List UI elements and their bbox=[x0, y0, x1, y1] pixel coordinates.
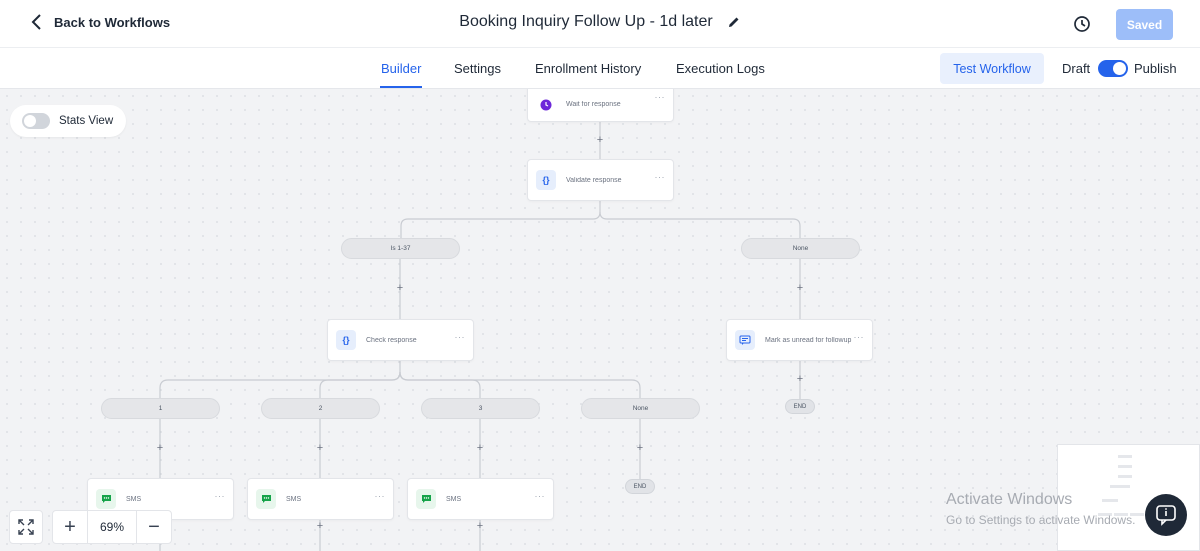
node-label: Mark as unread for followup bbox=[765, 336, 852, 344]
stats-view-toggle[interactable]: Stats View bbox=[10, 105, 126, 137]
add-step-plus[interactable]: + bbox=[796, 373, 804, 385]
tab-execution-logs[interactable]: Execution Logs bbox=[676, 61, 765, 76]
zoom-level: 69% bbox=[87, 511, 137, 543]
end-marker: END bbox=[785, 399, 815, 414]
ellipsis-icon[interactable]: ··· bbox=[853, 332, 864, 342]
ellipsis-icon[interactable]: ··· bbox=[374, 491, 385, 501]
draft-label: Draft bbox=[1062, 61, 1091, 76]
node-label: SMS bbox=[126, 495, 142, 503]
chat-help-icon bbox=[1156, 505, 1176, 526]
branch-pill[interactable]: Is 1-37 bbox=[341, 238, 460, 259]
code-braces-icon: {} bbox=[536, 170, 556, 190]
branch-pill[interactable]: None bbox=[581, 398, 700, 419]
add-step-plus[interactable]: + bbox=[316, 520, 324, 532]
active-tab-indicator bbox=[380, 86, 422, 88]
clock-icon bbox=[536, 94, 556, 115]
node-label: Validate response bbox=[566, 176, 622, 184]
publish-toggle[interactable] bbox=[1098, 60, 1128, 77]
branch-pill[interactable]: None bbox=[741, 238, 860, 259]
workflow-canvas[interactable]: + + + + + + + + + + Wait for response ··… bbox=[0, 89, 1200, 551]
workflow-node-validate[interactable]: {} Validate response ··· bbox=[527, 159, 674, 201]
branch-pill[interactable]: 2 bbox=[261, 398, 380, 419]
history-icon[interactable] bbox=[1072, 14, 1092, 34]
test-workflow-button[interactable]: Test Workflow bbox=[940, 53, 1044, 84]
branch-pill[interactable]: 3 bbox=[421, 398, 540, 419]
sms-icon bbox=[96, 489, 116, 509]
zoom-out-button[interactable]: − bbox=[148, 515, 160, 538]
add-step-plus[interactable]: + bbox=[796, 282, 804, 294]
ellipsis-icon[interactable]: ··· bbox=[654, 172, 665, 182]
stats-view-switch[interactable] bbox=[22, 113, 50, 129]
zoom-in-button[interactable]: + bbox=[64, 515, 76, 538]
workflow-node-sms[interactable]: SMS ··· bbox=[247, 478, 394, 520]
ellipsis-icon[interactable]: ··· bbox=[454, 332, 465, 342]
stats-view-label: Stats View bbox=[59, 115, 114, 127]
connector-lines bbox=[159, 122, 801, 551]
add-step-plus[interactable]: + bbox=[156, 442, 164, 454]
add-step-plus[interactable]: + bbox=[636, 442, 644, 454]
add-step-plus[interactable]: + bbox=[396, 282, 404, 294]
ellipsis-icon[interactable]: ··· bbox=[534, 491, 545, 501]
tab-bar: Builder Settings Enrollment History Exec… bbox=[0, 48, 1200, 89]
workflow-title: Booking Inquiry Follow Up - 1d later bbox=[459, 13, 713, 30]
fit-view-button[interactable] bbox=[9, 510, 43, 544]
tab-settings[interactable]: Settings bbox=[454, 61, 501, 76]
help-chat-button[interactable] bbox=[1145, 494, 1187, 536]
node-label: Check response bbox=[366, 336, 417, 344]
add-step-plus[interactable]: + bbox=[476, 520, 484, 532]
back-label: Back to Workflows bbox=[54, 14, 171, 30]
sms-icon bbox=[416, 489, 436, 509]
expand-icon bbox=[18, 519, 34, 535]
add-step-plus[interactable]: + bbox=[316, 442, 324, 454]
back-to-workflows-button[interactable]: Back to Workflows bbox=[30, 13, 170, 31]
code-braces-icon: {} bbox=[336, 330, 356, 350]
watermark-subtitle: Go to Settings to activate Windows. bbox=[946, 513, 1136, 527]
top-bar: Back to Workflows Booking Inquiry Follow… bbox=[0, 0, 1200, 48]
workflow-node-mark-unread[interactable]: Mark as unread for followup ··· bbox=[726, 319, 873, 361]
add-step-plus[interactable]: + bbox=[476, 442, 484, 454]
sms-icon bbox=[256, 489, 276, 509]
branch-pill[interactable]: 1 bbox=[101, 398, 220, 419]
zoom-controls: + 69% − bbox=[52, 510, 172, 544]
chevron-left-icon bbox=[31, 14, 41, 30]
node-label: Wait for response bbox=[566, 101, 621, 108]
node-label: SMS bbox=[446, 495, 462, 503]
ellipsis-icon[interactable]: ··· bbox=[654, 92, 665, 102]
watermark-title: Activate Windows bbox=[946, 491, 1073, 508]
workflow-node-sms[interactable]: SMS ··· bbox=[407, 478, 554, 520]
end-marker: END bbox=[625, 479, 655, 494]
saved-button[interactable]: Saved bbox=[1116, 9, 1173, 40]
ellipsis-icon[interactable]: ··· bbox=[214, 491, 225, 501]
add-step-plus[interactable]: + bbox=[596, 134, 604, 146]
tab-enrollment-history[interactable]: Enrollment History bbox=[535, 61, 642, 76]
node-label: SMS bbox=[286, 495, 302, 503]
workflow-node-check[interactable]: {} Check response ··· bbox=[327, 319, 474, 361]
tab-builder[interactable]: Builder bbox=[381, 61, 422, 76]
publish-label: Publish bbox=[1134, 61, 1177, 76]
edit-pencil-icon[interactable] bbox=[727, 15, 741, 29]
workflow-node-wait[interactable]: Wait for response ··· bbox=[527, 89, 674, 122]
message-icon bbox=[735, 330, 755, 350]
